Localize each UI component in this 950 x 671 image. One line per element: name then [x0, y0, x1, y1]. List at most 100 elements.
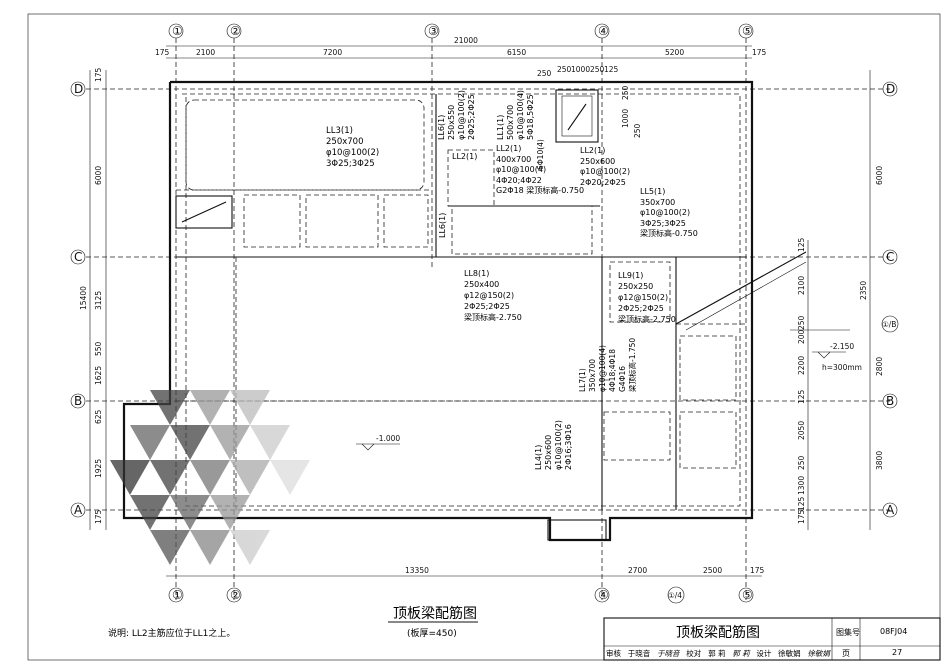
ll1-stirrup: φ10@100(4) [516, 89, 525, 140]
ll4-stirrup: φ10@100(2) [554, 419, 563, 470]
axis-bottom-2: ② [230, 588, 241, 602]
ll2-extra: G2Φ18 梁顶标高-0.750 [496, 186, 585, 195]
axis-left-a: A [74, 503, 83, 517]
main-level: -1.000 [376, 434, 400, 443]
ll4-size: 250x600 [544, 434, 553, 470]
ll2-name: LL2(1) [496, 144, 522, 153]
beam-ll2b: LL2(1) 250x600 φ10@100(2) 2Φ20;2Φ25 [580, 146, 630, 188]
ll9-stirrup: φ12@150(2) [618, 293, 669, 302]
dim-detail-5: 125 [604, 65, 619, 74]
dim-left-8: 1925 [94, 459, 103, 478]
ramp-lines: -2.150 h=300mm [675, 251, 862, 372]
dim-left-6: 1625 [94, 366, 103, 385]
dim-top-total: 21000 [454, 36, 478, 45]
dim-right-8: 250 [797, 455, 806, 470]
ll9-rebar: 2Φ25;2Φ25 [618, 304, 664, 313]
tb-atlas-no: 08FJ04 [880, 627, 908, 636]
left-dimensions: 175 6000 15400 3125 550 1625 625 1925 17… [79, 67, 103, 524]
ll8-rebar: 2Φ25;2Φ25 [464, 302, 510, 311]
dim-left-2: 6000 [94, 166, 103, 185]
dim-top-seg-3: 7200 [323, 48, 342, 57]
title-block [603, 617, 941, 661]
axis-top-5: ⑤ [742, 24, 753, 38]
ll6a-rebar: 2Φ25;2Φ25 [467, 94, 476, 140]
dim-right-10: 125 [797, 496, 806, 511]
sheet-frame [27, 13, 941, 661]
pit-dim-3: 250 [633, 123, 642, 138]
ll5-level: 梁顶标高-0.750 [640, 229, 698, 238]
dim-left-7: 625 [94, 409, 103, 424]
axis-right-1b: ①/B [882, 320, 896, 329]
axis-bottom-5: ⑤ [742, 588, 753, 602]
ll7-rebar: 4Φ18;4Φ18 [608, 349, 617, 392]
axis-right-b: B [886, 394, 894, 408]
ll7-stirrup: φ10@100(4) [598, 345, 607, 392]
dim-top-seg-2: 2100 [196, 48, 215, 57]
dim-right-6: 125 [797, 389, 806, 404]
drawing-note: 说明: LL2主筋应位于LL1之上。 [108, 629, 236, 639]
dim-top-seg-1: 175 [155, 48, 170, 57]
ll8-stirrup: φ12@150(2) [464, 291, 515, 300]
pit-dim-1: 1000 [621, 109, 630, 128]
ll2-rebar: 4Φ20;4Φ22 [496, 175, 542, 185]
ll9-name: LL9(1) [618, 271, 644, 280]
axis-left-c: C [74, 250, 82, 264]
tb-name-design: 徐敏娟 [778, 649, 801, 658]
tb-drawing-name: 顶板梁配筋图 [676, 625, 760, 641]
axis-bottom-1: ① [172, 588, 183, 602]
beam-ll3: LL3(1) 250x700 φ10@100(2) 3Φ25;3Φ25 [326, 126, 379, 170]
ramp-level: -2.150 [830, 342, 854, 351]
dim-right-5: 2200 [797, 356, 806, 375]
ll3-stirrup: φ10@100(2) [326, 148, 380, 158]
ll4-name: LL4(1) [534, 444, 543, 470]
ll9-size: 250x250 [618, 282, 654, 291]
ll3-rebar: 3Φ25;3Φ25 [326, 159, 375, 169]
ll5-name: LL5(1) [640, 187, 666, 196]
dim-left-3: 15400 [79, 286, 88, 310]
beam-ll4: LL4(1) 250x600 φ10@100(2) 2Φ16;3Φ16 [534, 400, 574, 470]
tb-sign-design: 徐敏娟 [807, 649, 830, 658]
axis-top-2: ② [230, 24, 241, 38]
ll2b-rebar: 2Φ20;2Φ25 [580, 177, 626, 187]
beam-ll8: LL8(1) 250x400 φ12@150(2) 2Φ25;2Φ25 梁顶标高… [464, 268, 522, 323]
dim-bottom-4: 175 [750, 566, 765, 575]
ll6a-stirrup: φ10@100(2) [457, 89, 466, 140]
beam-ll1-text: LL1(1) 500x700 φ10@100(4) 5Φ18,5Φ25 [496, 80, 536, 140]
dim-left-1: 175 [94, 67, 103, 82]
axis-bottom-4: ④ [598, 588, 609, 602]
ll4-rebar: 2Φ16;3Φ16 [564, 424, 573, 470]
tb-role-check: 校对 [686, 649, 702, 658]
dim-right-1: 125 [797, 237, 806, 252]
tb-page-no: 27 [892, 648, 903, 657]
dim-top-seg-4: 6150 [507, 48, 526, 57]
pit-dim-2: 250 [621, 85, 630, 100]
dim-left-9: 175 [94, 509, 103, 524]
dim-right-outer-3: 2800 [875, 357, 884, 376]
axis-right-c: C [886, 250, 894, 264]
ll8-size: 250x400 [464, 280, 500, 289]
watermark-pattern [110, 390, 310, 565]
ll2a-name: LL2(1) [452, 152, 478, 161]
axis-right-d: D [886, 82, 895, 96]
dim-detail-4: 250 [590, 65, 605, 74]
ll2-size: 400x700 [496, 154, 532, 164]
beam-ll2a: LL2(1) [452, 152, 477, 161]
beam-ll2: LL2(1) 400x700 φ10@100(4) 4Φ20;4Φ22 G2Φ1… [496, 144, 584, 197]
beam-ll7: LL7(1) 350x700 φ10@100(4) 4Φ18;4Φ18 G4Φ1… [578, 322, 638, 392]
ll8-level: 梁顶标高-2.750 [464, 313, 522, 322]
ll1-name: LL1(1) [496, 114, 505, 140]
beam-g6: 6Φ10(4) [536, 139, 545, 170]
right-dimensions: 125 2100 250 200 2200 125 2050 250 1300 … [797, 166, 884, 524]
dim-top-seg-6: 175 [752, 48, 767, 57]
tb-signature-row: 审核 于晓音 于晓音 校对 郭 莉 郭 莉 设计 徐敏娟 徐敏娟 [606, 648, 830, 659]
dim-bottom-2: 2700 [628, 566, 647, 575]
tb-name-review: 于晓音 [627, 649, 651, 658]
equipment-box-left [175, 195, 233, 229]
dim-right-2: 2100 [797, 276, 806, 295]
axis-left-b: B [74, 394, 82, 408]
ll6a-size: 250x550 [447, 104, 456, 140]
tb-role-review: 审核 [606, 649, 621, 658]
dim-right-3: 250 [797, 315, 806, 330]
ll7-g: G4Φ16 [618, 365, 627, 392]
